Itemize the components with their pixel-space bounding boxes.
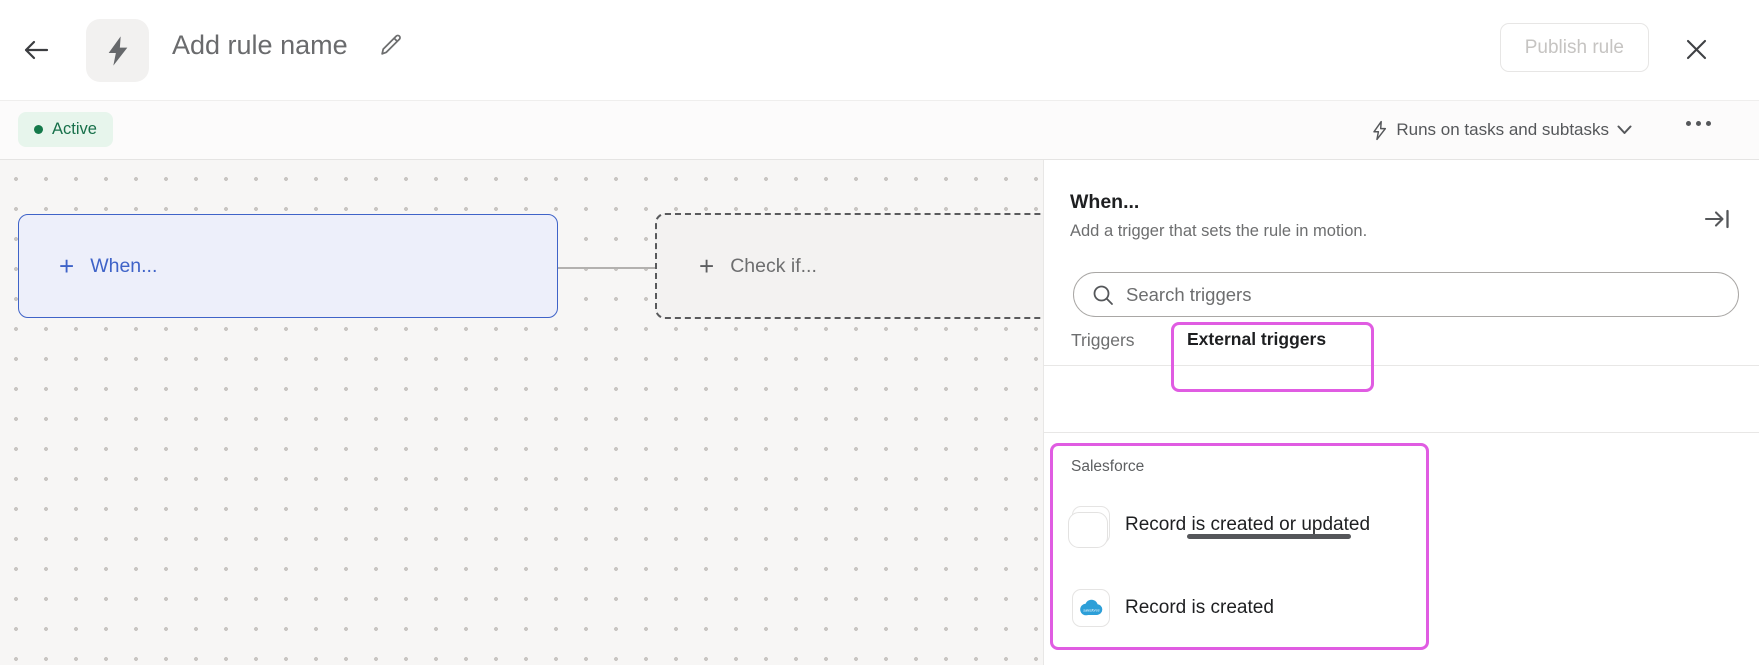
lightning-bolt-icon (108, 35, 127, 66)
top-bar: Add rule name Publish rule (0, 0, 1759, 101)
active-dot-icon (34, 125, 43, 134)
section-divider (1044, 432, 1759, 433)
partially-scrolled-item-icon (1068, 512, 1108, 548)
svg-text:salesforce: salesforce (1083, 609, 1099, 613)
tab-external-triggers[interactable]: External triggers (1187, 329, 1327, 349)
trigger-item-record-created[interactable]: salesforce Record is created (1072, 586, 1274, 630)
search-icon (1093, 285, 1113, 305)
more-options-button[interactable] (1686, 121, 1711, 126)
runs-on-selector[interactable]: Runs on tasks and subtasks (1371, 113, 1632, 147)
salesforce-icon: salesforce (1072, 589, 1110, 627)
publish-rule-button[interactable]: Publish rule (1499, 23, 1649, 72)
card-connector-line (558, 267, 655, 269)
back-button[interactable] (18, 32, 54, 68)
edit-pencil-icon[interactable] (378, 33, 403, 58)
plus-icon: + (699, 251, 715, 281)
runs-on-label: Runs on tasks and subtasks (1396, 120, 1609, 139)
collapse-right-icon (1704, 209, 1729, 229)
rule-name-title[interactable]: Add rule name (172, 30, 348, 60)
check-card-label: Check if... (730, 254, 817, 277)
search-triggers-input[interactable] (1126, 283, 1724, 306)
back-arrow-icon (24, 40, 49, 60)
status-badge: Active (18, 112, 113, 147)
trigger-item-label: Record is created (1125, 597, 1274, 618)
plus-icon: + (59, 251, 75, 281)
tab-bar-border (1044, 365, 1759, 366)
rule-status-toolbar: Active Runs on tasks and subtasks (0, 101, 1759, 160)
rule-icon-button[interactable] (86, 19, 149, 82)
trigger-item-record-created-or-updated[interactable]: salesforce Record is created or updated (1072, 503, 1370, 547)
main-area: + When... + Check if... When... Add a tr… (0, 160, 1759, 665)
salesforce-section-label: Salesforce (1071, 458, 1145, 475)
trigger-item-label: Record is created or updated (1125, 514, 1371, 535)
rule-canvas[interactable]: + When... + Check if... (0, 160, 1043, 665)
active-tab-underline (1187, 534, 1351, 539)
tab-triggers[interactable]: Triggers (1071, 330, 1135, 350)
trigger-picker-panel: When... Add a trigger that sets the rule… (1043, 160, 1759, 665)
lightning-outline-icon (1373, 120, 1387, 140)
close-button[interactable] (1683, 36, 1709, 62)
tab-bar (1044, 320, 1759, 366)
check-if-condition-card[interactable]: + Check if... (655, 213, 1043, 319)
collapse-panel-button[interactable] (1702, 204, 1732, 234)
search-triggers-box[interactable] (1073, 272, 1739, 317)
panel-subtitle: Add a trigger that sets the rule in moti… (1070, 222, 1368, 240)
when-trigger-card[interactable]: + When... (18, 214, 558, 318)
status-label: Active (52, 120, 97, 138)
close-icon (1686, 39, 1706, 59)
panel-title: When... (1070, 191, 1140, 213)
chevron-down-icon (1617, 125, 1632, 134)
ellipsis-icon (1686, 121, 1691, 126)
when-card-label: When... (90, 254, 158, 277)
